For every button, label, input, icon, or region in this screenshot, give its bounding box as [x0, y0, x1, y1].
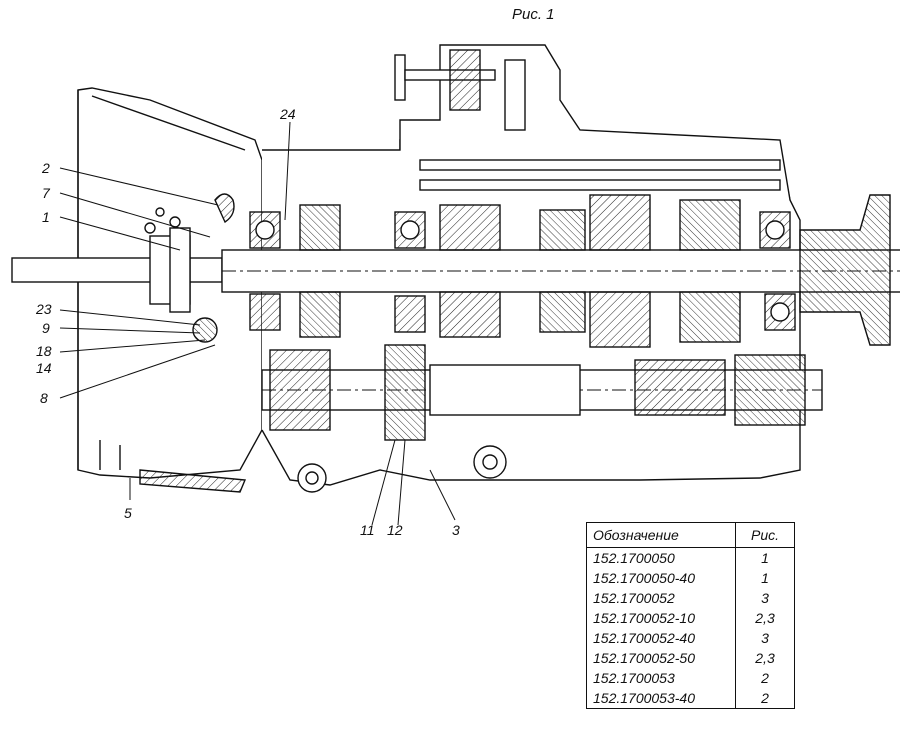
cell-designation: 152.1700052-10 — [586, 608, 736, 628]
callout-11: 11 — [360, 522, 375, 538]
header-figure: Рис. — [735, 522, 795, 548]
table-header-row: Обозначение Рис. — [586, 522, 795, 548]
callout-7: 7 — [42, 185, 50, 201]
cell-designation: 152.1700053 — [586, 668, 736, 688]
cell-figure: 2,3 — [735, 608, 795, 628]
callout-23: 23 — [36, 301, 52, 317]
cell-designation: 152.1700052 — [586, 588, 736, 608]
callout-3: 3 — [452, 522, 460, 538]
cell-figure: 2 — [735, 668, 795, 688]
callout-14: 14 — [36, 360, 52, 376]
countershaft-gears — [269, 344, 806, 441]
cell-designation: 152.1700052-40 — [586, 628, 736, 648]
callout-9: 9 — [42, 320, 50, 336]
callout-18: 18 — [36, 343, 52, 359]
header-designation: Обозначение — [586, 522, 736, 548]
cell-figure: 2,3 — [735, 648, 795, 668]
cell-designation: 152.1700050 — [586, 547, 736, 568]
callout-1: 1 — [42, 209, 50, 225]
cell-figure: 1 — [735, 568, 795, 588]
callout-5: 5 — [124, 505, 132, 521]
callout-2: 2 — [42, 160, 50, 176]
cell-figure: 1 — [735, 547, 795, 568]
cell-designation: 152.1700053-40 — [586, 688, 736, 709]
cell-figure: 2 — [735, 688, 795, 709]
callout-8: 8 — [40, 390, 48, 406]
cell-designation: 152.1700050-40 — [586, 568, 736, 588]
callout-leaders — [59, 121, 456, 526]
cell-figure: 3 — [735, 588, 795, 608]
cell-designation: 152.1700052-50 — [586, 648, 736, 668]
main-shaft-bearings — [249, 211, 796, 333]
output-flange — [799, 194, 891, 346]
main-shaft-gears — [299, 194, 741, 348]
figure-caption: Рис. 1 — [512, 6, 555, 23]
callout-24: 24 — [280, 106, 296, 122]
callout-12: 12 — [387, 522, 403, 538]
cell-figure: 3 — [735, 628, 795, 648]
